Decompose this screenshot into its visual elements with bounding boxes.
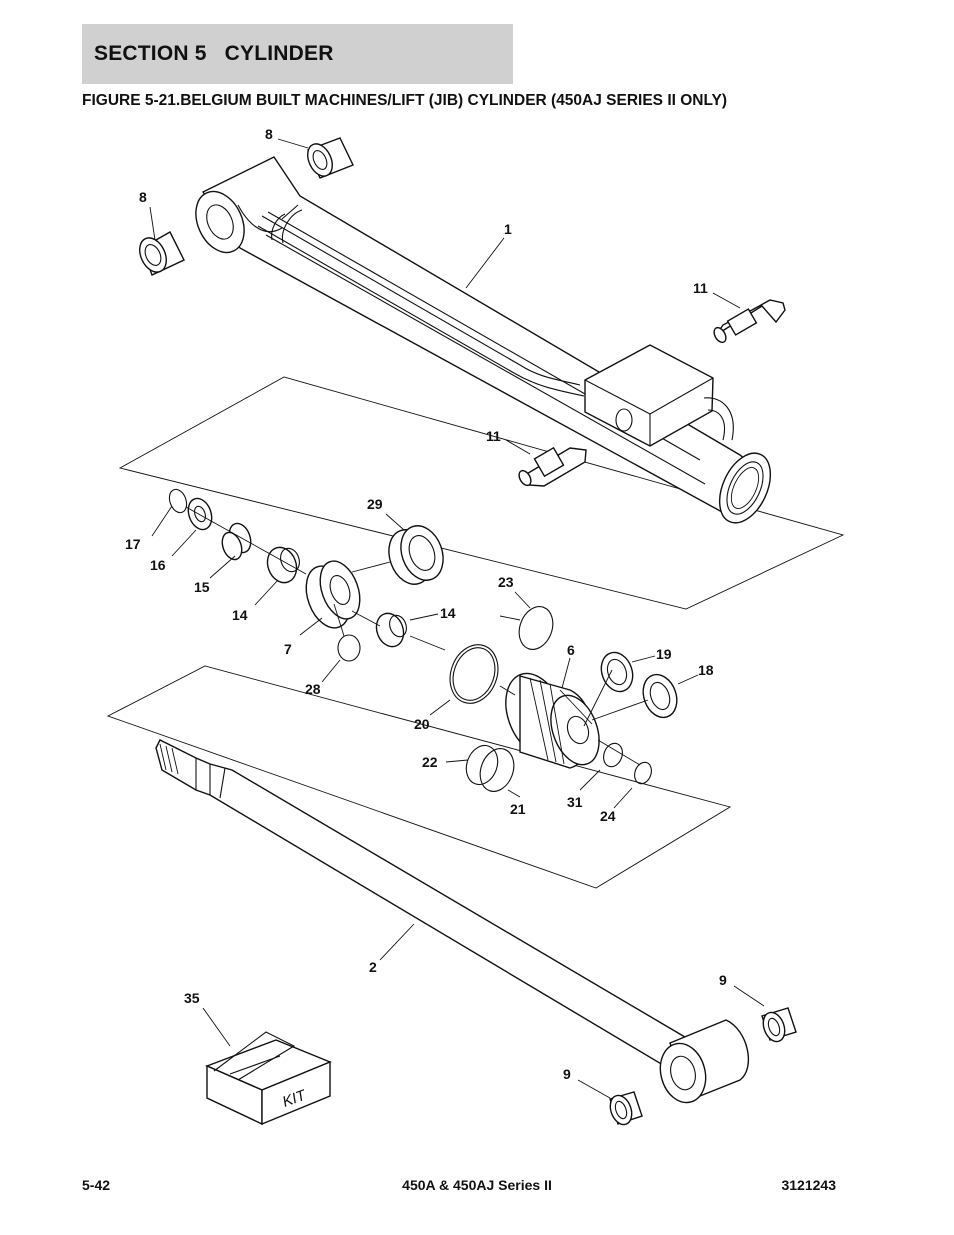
callout-20: 20 xyxy=(414,716,430,732)
callout-28: 28 xyxy=(305,681,321,697)
callout-8-top: 8 xyxy=(265,126,273,142)
oring-22-21 xyxy=(465,744,515,792)
cylinder-barrel xyxy=(195,156,772,524)
piston-6 xyxy=(505,672,600,769)
figure-title: FIGURE 5-21.BELGIUM BUILT MACHINES/LIFT … xyxy=(82,92,728,109)
rod-eye xyxy=(659,1019,750,1104)
seal-29 xyxy=(388,525,444,585)
section-header: SECTION 5 CYLINDER xyxy=(82,24,513,84)
callout-9-right: 9 xyxy=(719,972,727,988)
callout-9-left: 9 xyxy=(563,1066,571,1082)
ring-17 xyxy=(168,488,188,514)
callout-labels: 8 8 1 11 11 29 17 16 15 23 14 14 7 6 19 … xyxy=(125,126,727,1082)
wear-ring-14b xyxy=(375,612,407,648)
callout-21: 21 xyxy=(510,801,526,817)
oring-20 xyxy=(449,644,499,704)
section-number: SECTION 5 xyxy=(94,42,207,65)
callout-7: 7 xyxy=(284,641,292,657)
callout-2: 2 xyxy=(369,959,377,975)
callout-14-right: 14 xyxy=(440,605,456,621)
callout-35: 35 xyxy=(184,990,200,1006)
callout-23: 23 xyxy=(498,574,514,590)
assembly-plane-lower xyxy=(106,665,732,889)
piston-rod xyxy=(155,739,692,1069)
callout-8-left: 8 xyxy=(139,189,147,205)
head-7 xyxy=(305,560,361,629)
callout-11-left: 11 xyxy=(486,428,501,444)
oring-24 xyxy=(634,761,652,785)
footer-model: 450A & 450AJ Series II xyxy=(402,1177,552,1193)
spacer-15 xyxy=(221,522,252,561)
fitting-11-right xyxy=(713,299,786,344)
bushing-9-right xyxy=(761,1007,797,1043)
oring-28 xyxy=(337,634,361,662)
callout-24: 24 xyxy=(600,808,616,824)
callout-11-right: 11 xyxy=(693,280,708,296)
nut-16 xyxy=(187,497,213,531)
callout-16: 16 xyxy=(150,557,166,573)
callout-22: 22 xyxy=(422,754,438,770)
footer-doc-number: 3121243 xyxy=(781,1177,836,1193)
callout-29: 29 xyxy=(367,496,383,512)
leader-lines xyxy=(149,138,765,1099)
assembly-plane-upper xyxy=(118,376,845,610)
oring-31 xyxy=(603,742,623,768)
seal-19 xyxy=(600,651,634,693)
callout-31: 31 xyxy=(567,794,583,810)
footer-page-number: 5-42 xyxy=(82,1177,111,1193)
bushing-9-left xyxy=(609,1091,643,1126)
callout-14-left: 14 xyxy=(232,607,248,623)
fitting-11-left xyxy=(518,446,587,487)
callout-1: 1 xyxy=(504,221,512,237)
callout-19: 19 xyxy=(656,646,672,662)
bushing-8-left xyxy=(139,231,185,276)
callout-18: 18 xyxy=(698,662,714,678)
section-title: CYLINDER xyxy=(224,42,334,65)
seal-18 xyxy=(642,673,678,719)
oring-23 xyxy=(518,606,554,650)
callout-6: 6 xyxy=(567,642,575,658)
bushing-8-top xyxy=(307,137,354,179)
wear-ring-14a xyxy=(266,546,300,584)
callout-15: 15 xyxy=(194,579,210,595)
kit-box: KIT xyxy=(205,1031,332,1126)
callout-17: 17 xyxy=(125,536,141,552)
